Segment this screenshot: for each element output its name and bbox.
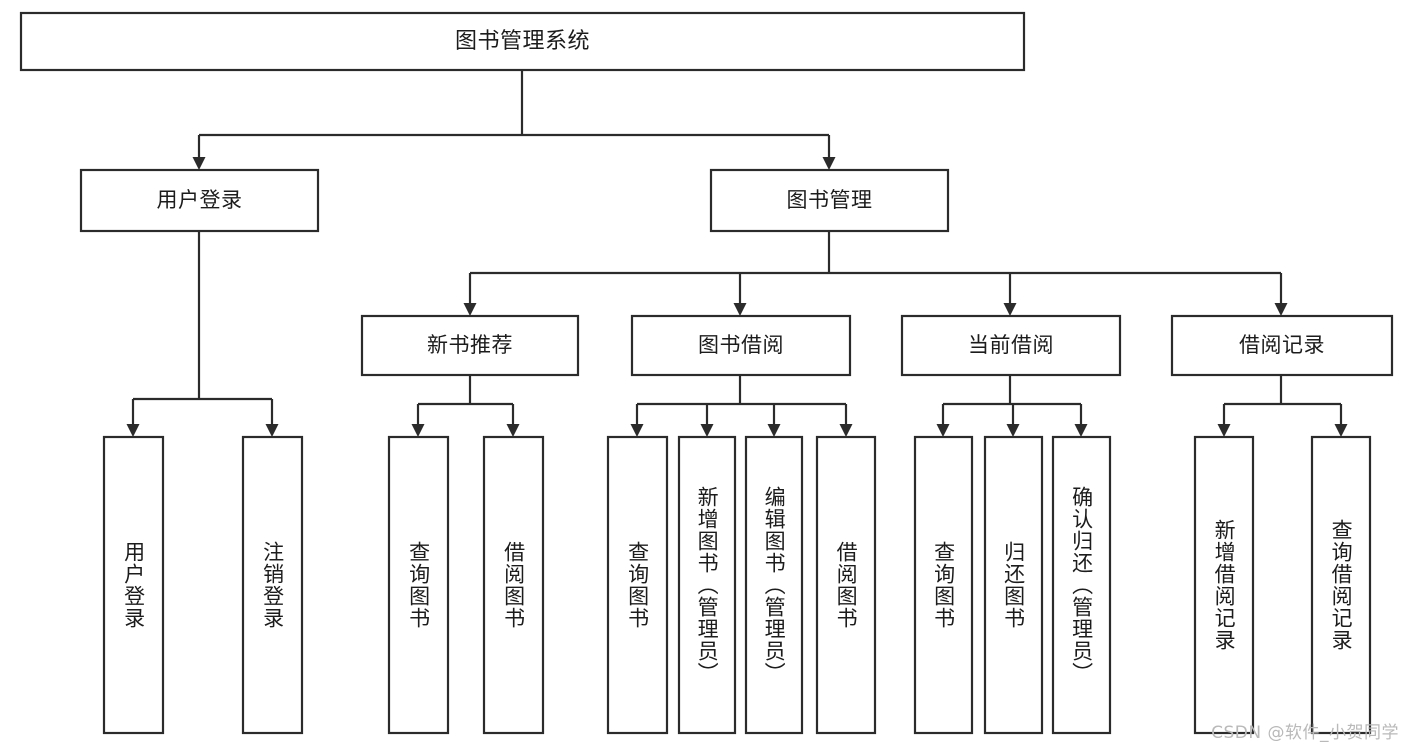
node-box-leaf-user-login[interactable] [102,435,165,735]
arrow-head-icon [767,424,781,437]
arrow-head-icon [1074,424,1088,437]
connector-bb-to-leaves [630,375,853,437]
node-box-leaf-add-book[interactable] [677,435,737,735]
arrow-head-icon [1334,424,1348,437]
node-box-new-book-recommend[interactable] [360,314,580,377]
node-box-leaf-add-record[interactable] [1193,435,1255,735]
node-box-leaf-confirm-return[interactable] [1051,435,1112,735]
node-box-leaf-logout[interactable] [241,435,304,735]
node-box-user-login[interactable] [79,168,320,233]
arrow-head-icon [630,424,644,437]
arrow-head-icon [1003,303,1017,316]
connector-cb-to-leaves [936,375,1088,437]
connector-br-to-leaves [1217,375,1348,437]
connector-nbr-to-leaves [411,375,520,437]
node-box-leaf-return-book[interactable] [983,435,1044,735]
connector-root-to-level2 [192,70,836,170]
node-box-leaf-borrow-book-nb[interactable] [482,435,545,735]
connector-bm-to-level3 [463,231,1288,316]
node-box-current-borrow[interactable] [900,314,1122,377]
arrow-head-icon [700,424,714,437]
arrow-head-icon [839,424,853,437]
arrow-head-icon [822,157,836,170]
arrow-head-icon [1274,303,1288,316]
arrow-head-icon [506,424,520,437]
arrow-head-icon [192,157,206,170]
node-box-borrow-record[interactable] [1170,314,1394,377]
node-box-leaf-query-book-nb[interactable] [387,435,450,735]
arrow-head-icon [126,424,140,437]
node-box-leaf-borrow-book-bb[interactable] [815,435,877,735]
node-box-leaf-edit-book[interactable] [744,435,804,735]
arrow-head-icon [1006,424,1020,437]
node-box-book-management[interactable] [709,168,950,233]
node-box-leaf-query-record[interactable] [1310,435,1372,735]
node-box-book-borrow[interactable] [630,314,852,377]
node-box-leaf-query-book-cb[interactable] [913,435,974,735]
node-box-leaf-query-book-bb[interactable] [606,435,669,735]
connector-ul-to-leaves [126,231,279,437]
arrow-head-icon [1217,424,1231,437]
arrow-head-icon [411,424,425,437]
arrow-head-icon [936,424,950,437]
arrow-head-icon [733,303,747,316]
arrow-head-icon [265,424,279,437]
node-box-root[interactable] [19,11,1026,72]
arrow-head-icon [463,303,477,316]
